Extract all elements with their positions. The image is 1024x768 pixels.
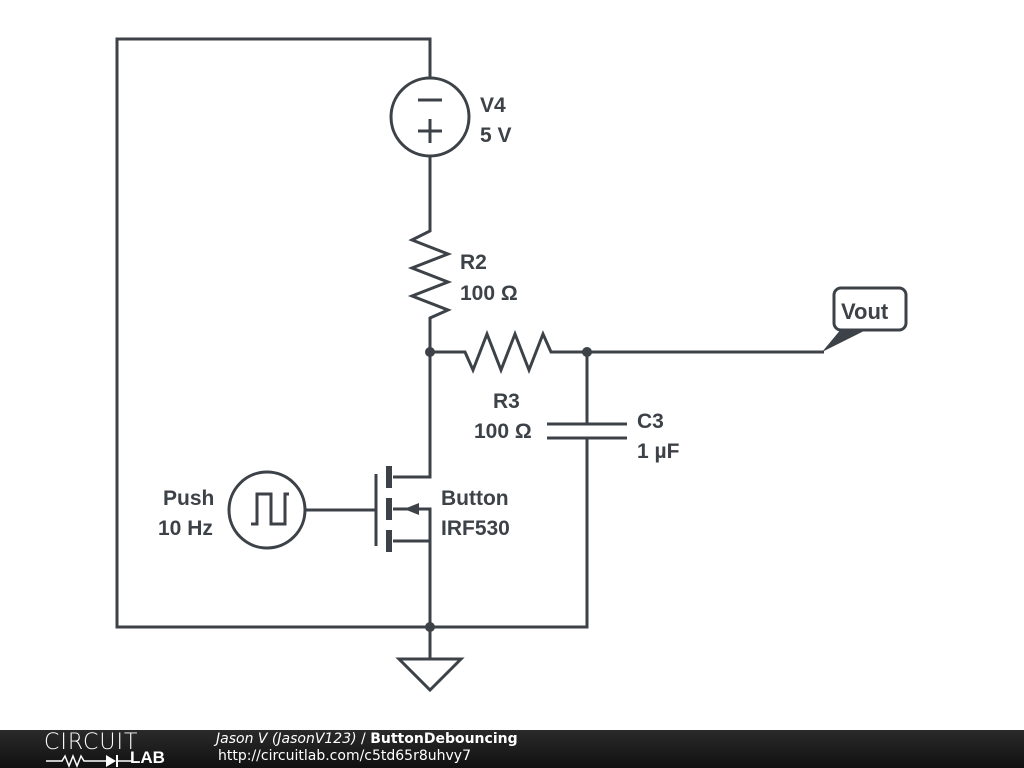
wire-left-loop	[115, 37, 432, 629]
wire-drain	[393, 352, 432, 479]
circuit-url-link[interactable]: http://circuitlab.com/c5td65r8uhvy7	[218, 748, 471, 764]
push-value-label: 10 Hz	[158, 517, 213, 540]
circuit-meta: Jason V (JasonV123) / ButtonDebouncing h…	[216, 731, 518, 765]
v4-value-label: 5 V	[480, 124, 512, 147]
r2-value-label: 100 Ω	[460, 282, 518, 305]
ground-symbol[interactable]	[395, 657, 465, 693]
logo-text-lab: LAB	[130, 748, 165, 767]
circuit-title[interactable]: ButtonDebouncing	[370, 731, 518, 747]
junction-node	[425, 622, 435, 632]
author-link[interactable]: Jason V (JasonV123)	[216, 731, 357, 747]
schematic-canvas: V4 5 V R2 100 Ω R3 100 Ω Vout C3 1 µF Bu	[115, 37, 908, 693]
r2-name-label: R2	[460, 251, 487, 274]
square-wave-source-push[interactable]	[227, 470, 307, 550]
push-name-label: Push	[163, 487, 214, 510]
vout-label-text: Vout	[841, 299, 889, 324]
r3-value-label: 100 Ω	[474, 420, 532, 443]
button-name-label: Button	[441, 487, 509, 510]
separator: /	[361, 731, 366, 747]
resistor-r3[interactable]	[430, 329, 587, 375]
logo-text-circuit: CIRCUIT	[44, 730, 139, 755]
wire-c3-bottom	[430, 438, 589, 629]
resistor-diode-icon	[46, 753, 132, 768]
circuitlab-logo[interactable]: CIRCUIT LAB	[40, 732, 180, 768]
c3-name-label: C3	[637, 410, 664, 433]
c3-value-label: 1 µF	[637, 440, 680, 463]
r3-name-label: R3	[493, 390, 520, 413]
resistor-r2[interactable]	[407, 228, 453, 352]
nmos-transistor-button[interactable]	[374, 466, 432, 552]
capacitor-c3[interactable]	[547, 422, 627, 440]
button-value-label: IRF530	[441, 517, 510, 540]
vout-output-label[interactable]: Vout	[822, 286, 908, 352]
v4-name-label: V4	[480, 94, 506, 117]
voltage-source-v4[interactable]	[389, 76, 471, 158]
footer-bar: CIRCUIT LAB Jason V (JasonV123) / Button…	[0, 730, 1024, 768]
